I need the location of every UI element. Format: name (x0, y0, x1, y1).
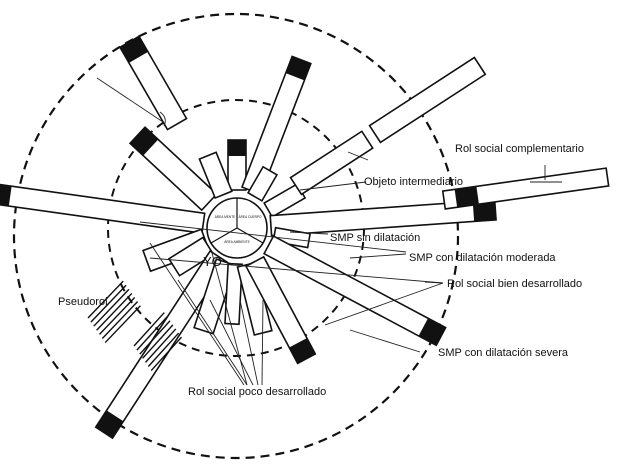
sector-label-cuerpo: ÁREA CUERPO (238, 215, 262, 219)
sector-label-ambiente: ÁREA AMBIENTE (224, 240, 250, 244)
role-rod (263, 234, 447, 347)
rod-cap (95, 410, 124, 439)
self-center: ÁREA MENTE ÁREA CUERPO ÁREA AMBIENTE (206, 197, 268, 259)
outer-dashed-circle (12, 12, 460, 460)
role-rod (0, 182, 206, 235)
role-rod (227, 139, 247, 191)
role-rod (269, 199, 497, 237)
rod-cap (472, 199, 497, 222)
pseudorol-hatch (87, 280, 183, 372)
role-rod (224, 262, 243, 326)
rod-cap (289, 338, 316, 364)
label-objeto-intermediario: Objeto intermediario (364, 176, 463, 188)
sector-label-mente: ÁREA MENTE (215, 215, 236, 219)
rod-cap (119, 36, 149, 63)
complementary-role-bar (441, 165, 610, 210)
rod-cap (228, 140, 246, 156)
role-rod (246, 165, 279, 202)
label-rol-complementario: Rol social complementario (455, 143, 584, 155)
role-rod (198, 151, 233, 200)
rod-cap (0, 183, 12, 207)
label-rol-poco-desarrollado: Rol social poco desarrollado (188, 386, 326, 398)
label-smp-sin-dilatacion: SMP sin dilatación (330, 232, 420, 244)
label-rol-bien-desarrollado: Rol social bien desarrollado (447, 278, 582, 290)
label-smp-dilatacion-moderada: SMP con dilatación moderada (409, 252, 556, 264)
label-yo: YO (203, 254, 222, 269)
intermediate-object-bars (289, 56, 487, 196)
rod-cap (130, 127, 159, 156)
dilation-marks (96, 77, 166, 127)
leader-lines (139, 151, 444, 386)
label-pseudorol: Pseudorol (58, 296, 108, 308)
rod-cap (418, 318, 446, 346)
label-smp-dilatacion-severa: SMP con dilatación severa (438, 347, 569, 359)
role-rod (167, 236, 215, 277)
rod-cap (285, 56, 311, 81)
role-rod (118, 35, 188, 131)
role-rod (128, 126, 218, 212)
role-rod (244, 255, 317, 365)
